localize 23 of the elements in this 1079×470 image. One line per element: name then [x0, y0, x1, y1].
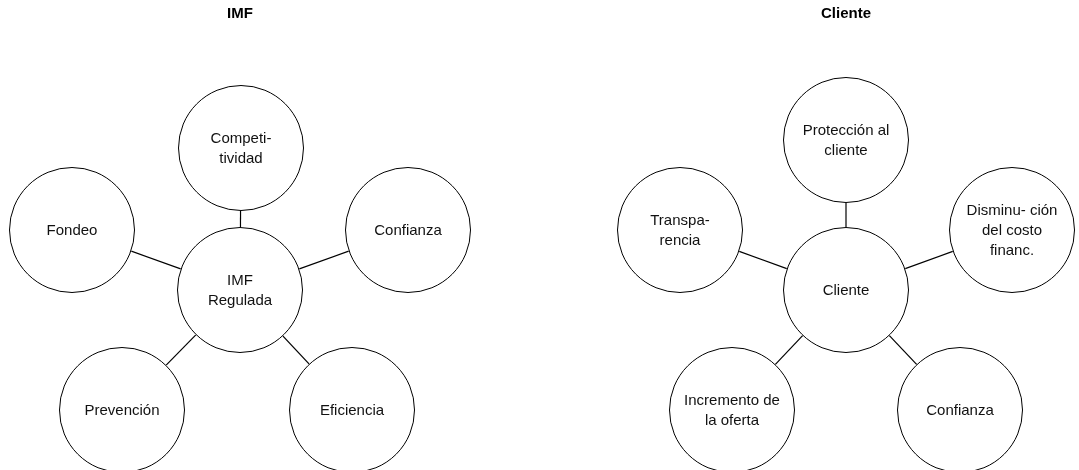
connector-line — [130, 250, 182, 270]
connector-line — [845, 202, 847, 228]
node-label: Cliente — [821, 280, 871, 300]
node-label: Eficiencia — [318, 400, 386, 420]
node-label: Disminu- ción del costo financ. — [965, 200, 1059, 260]
connector-line — [165, 334, 197, 366]
diagram-heading: Cliente — [821, 4, 871, 21]
node-label: Protección al cliente — [801, 120, 891, 160]
connector-line — [298, 250, 350, 270]
node-label: Fondeo — [45, 220, 99, 240]
connector-line — [282, 335, 310, 365]
connector-line — [774, 335, 804, 365]
node-label: Confianza — [373, 220, 443, 240]
node-label: Incremento de la oferta — [683, 390, 781, 430]
connector-line — [888, 335, 918, 365]
diagram-heading: IMF — [227, 4, 253, 21]
node-label: Competi- tividad — [209, 128, 273, 168]
node-label: IMF Regulada — [206, 270, 274, 310]
node-label: Prevención — [83, 400, 161, 420]
node-label: Confianza — [925, 400, 995, 420]
connector-line — [904, 250, 954, 270]
node-label: Transpa- rencia — [649, 210, 711, 250]
connector-line — [738, 250, 788, 270]
